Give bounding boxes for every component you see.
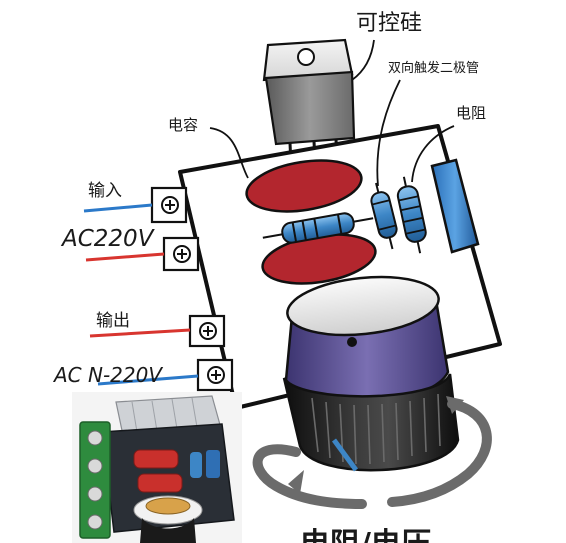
terminal-output-bottom: [196, 358, 234, 392]
blue-component: [430, 158, 480, 254]
knob-top: [286, 275, 440, 337]
diac-pointer: [376, 79, 401, 187]
potentiometer-label: 电阻/电压: [300, 527, 431, 543]
resistor-horizontal: [262, 212, 374, 244]
thyristor-label: 可控硅: [356, 11, 422, 36]
rotate-arrow-icon: [387, 399, 492, 507]
capacitor-label: 电容: [168, 116, 198, 134]
potentiometer-knob: [282, 275, 460, 472]
photo-terminal-block: [79, 421, 111, 539]
terminal-output-top: [188, 314, 226, 348]
terminal-input-top: [150, 186, 188, 224]
input-label: 输入: [88, 181, 122, 201]
module-photo: [72, 392, 242, 543]
thyristor-pointer: [351, 39, 375, 81]
knob-ridges: [311, 393, 441, 465]
resistor-vertical: [396, 176, 427, 254]
photo-knob-shaft: [140, 518, 196, 543]
knob-screw: [347, 337, 357, 347]
thyristor-mount-hole: [297, 48, 315, 66]
knob-indicator: [331, 438, 359, 472]
thyristor-body: [264, 70, 356, 146]
rotate-arrow-head-right: [446, 396, 464, 414]
photo-capacitor: [133, 449, 179, 469]
screw-terminal-icon: [87, 430, 103, 446]
photo-capacitor: [137, 473, 183, 493]
output-voltage-label: AC N-220V: [52, 363, 163, 387]
resistor-label: 电阻: [456, 104, 486, 122]
screw-terminal-icon: [87, 458, 103, 474]
resistor-pointer: [411, 125, 455, 183]
rotate-arrow-icon: [252, 444, 367, 509]
input-wire-blue: [83, 203, 153, 213]
output-wire-red: [89, 328, 191, 338]
output-label: 输出: [96, 311, 130, 331]
knob-grip: [282, 373, 460, 472]
input-voltage-label: AC220V: [60, 226, 156, 252]
capacitor-pointer: [209, 127, 249, 179]
photo-pot-trimmer: [206, 450, 220, 478]
photo-resistor: [190, 452, 202, 478]
input-wire-red: [85, 252, 165, 262]
photo-knob-nut: [145, 497, 191, 515]
screw-terminal-icon: [87, 486, 103, 502]
capacitor-top: [245, 159, 363, 213]
diac: [370, 182, 398, 250]
terminal-input-bottom: [162, 236, 200, 272]
output-wire-blue: [97, 374, 199, 386]
rotate-arrow-head-left: [288, 470, 304, 494]
diac-label: 双向触发二极管: [388, 60, 479, 76]
screw-terminal-icon: [87, 514, 103, 530]
